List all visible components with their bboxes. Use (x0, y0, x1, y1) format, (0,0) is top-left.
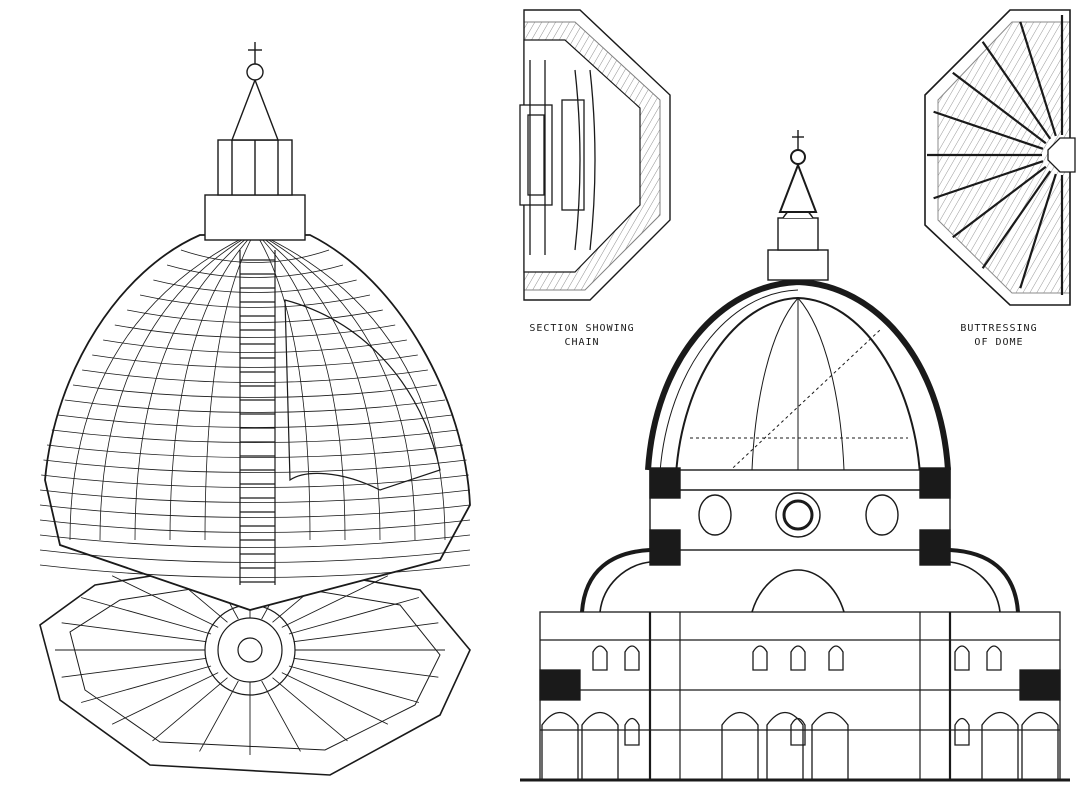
drum (649, 467, 951, 566)
label-buttress-line2: OF DOME (974, 337, 1024, 348)
dome-horizontal-courses (39, 249, 471, 578)
side-half-domes (580, 548, 1020, 613)
chain-section-plan (519, 9, 671, 301)
section-lantern (767, 130, 829, 281)
lantern (204, 42, 306, 241)
nave-elevation (520, 611, 1070, 782)
cutaway-dome (39, 42, 471, 776)
label-buttressing-of-dome: BUTTRESSING OF DOME (944, 322, 1054, 350)
internal-stair (239, 250, 276, 585)
label-buttress-line1: BUTTRESSING (960, 323, 1038, 334)
label-chain-line2: CHAIN (564, 337, 600, 348)
buttressing-plan (924, 9, 1076, 306)
label-chain-line1: SECTION SHOWING (529, 323, 635, 334)
dome-vertical-ribs (69, 231, 446, 541)
cathedral-cross-section (520, 130, 1070, 782)
label-section-showing-chain: SECTION SHOWING CHAIN (512, 322, 652, 350)
